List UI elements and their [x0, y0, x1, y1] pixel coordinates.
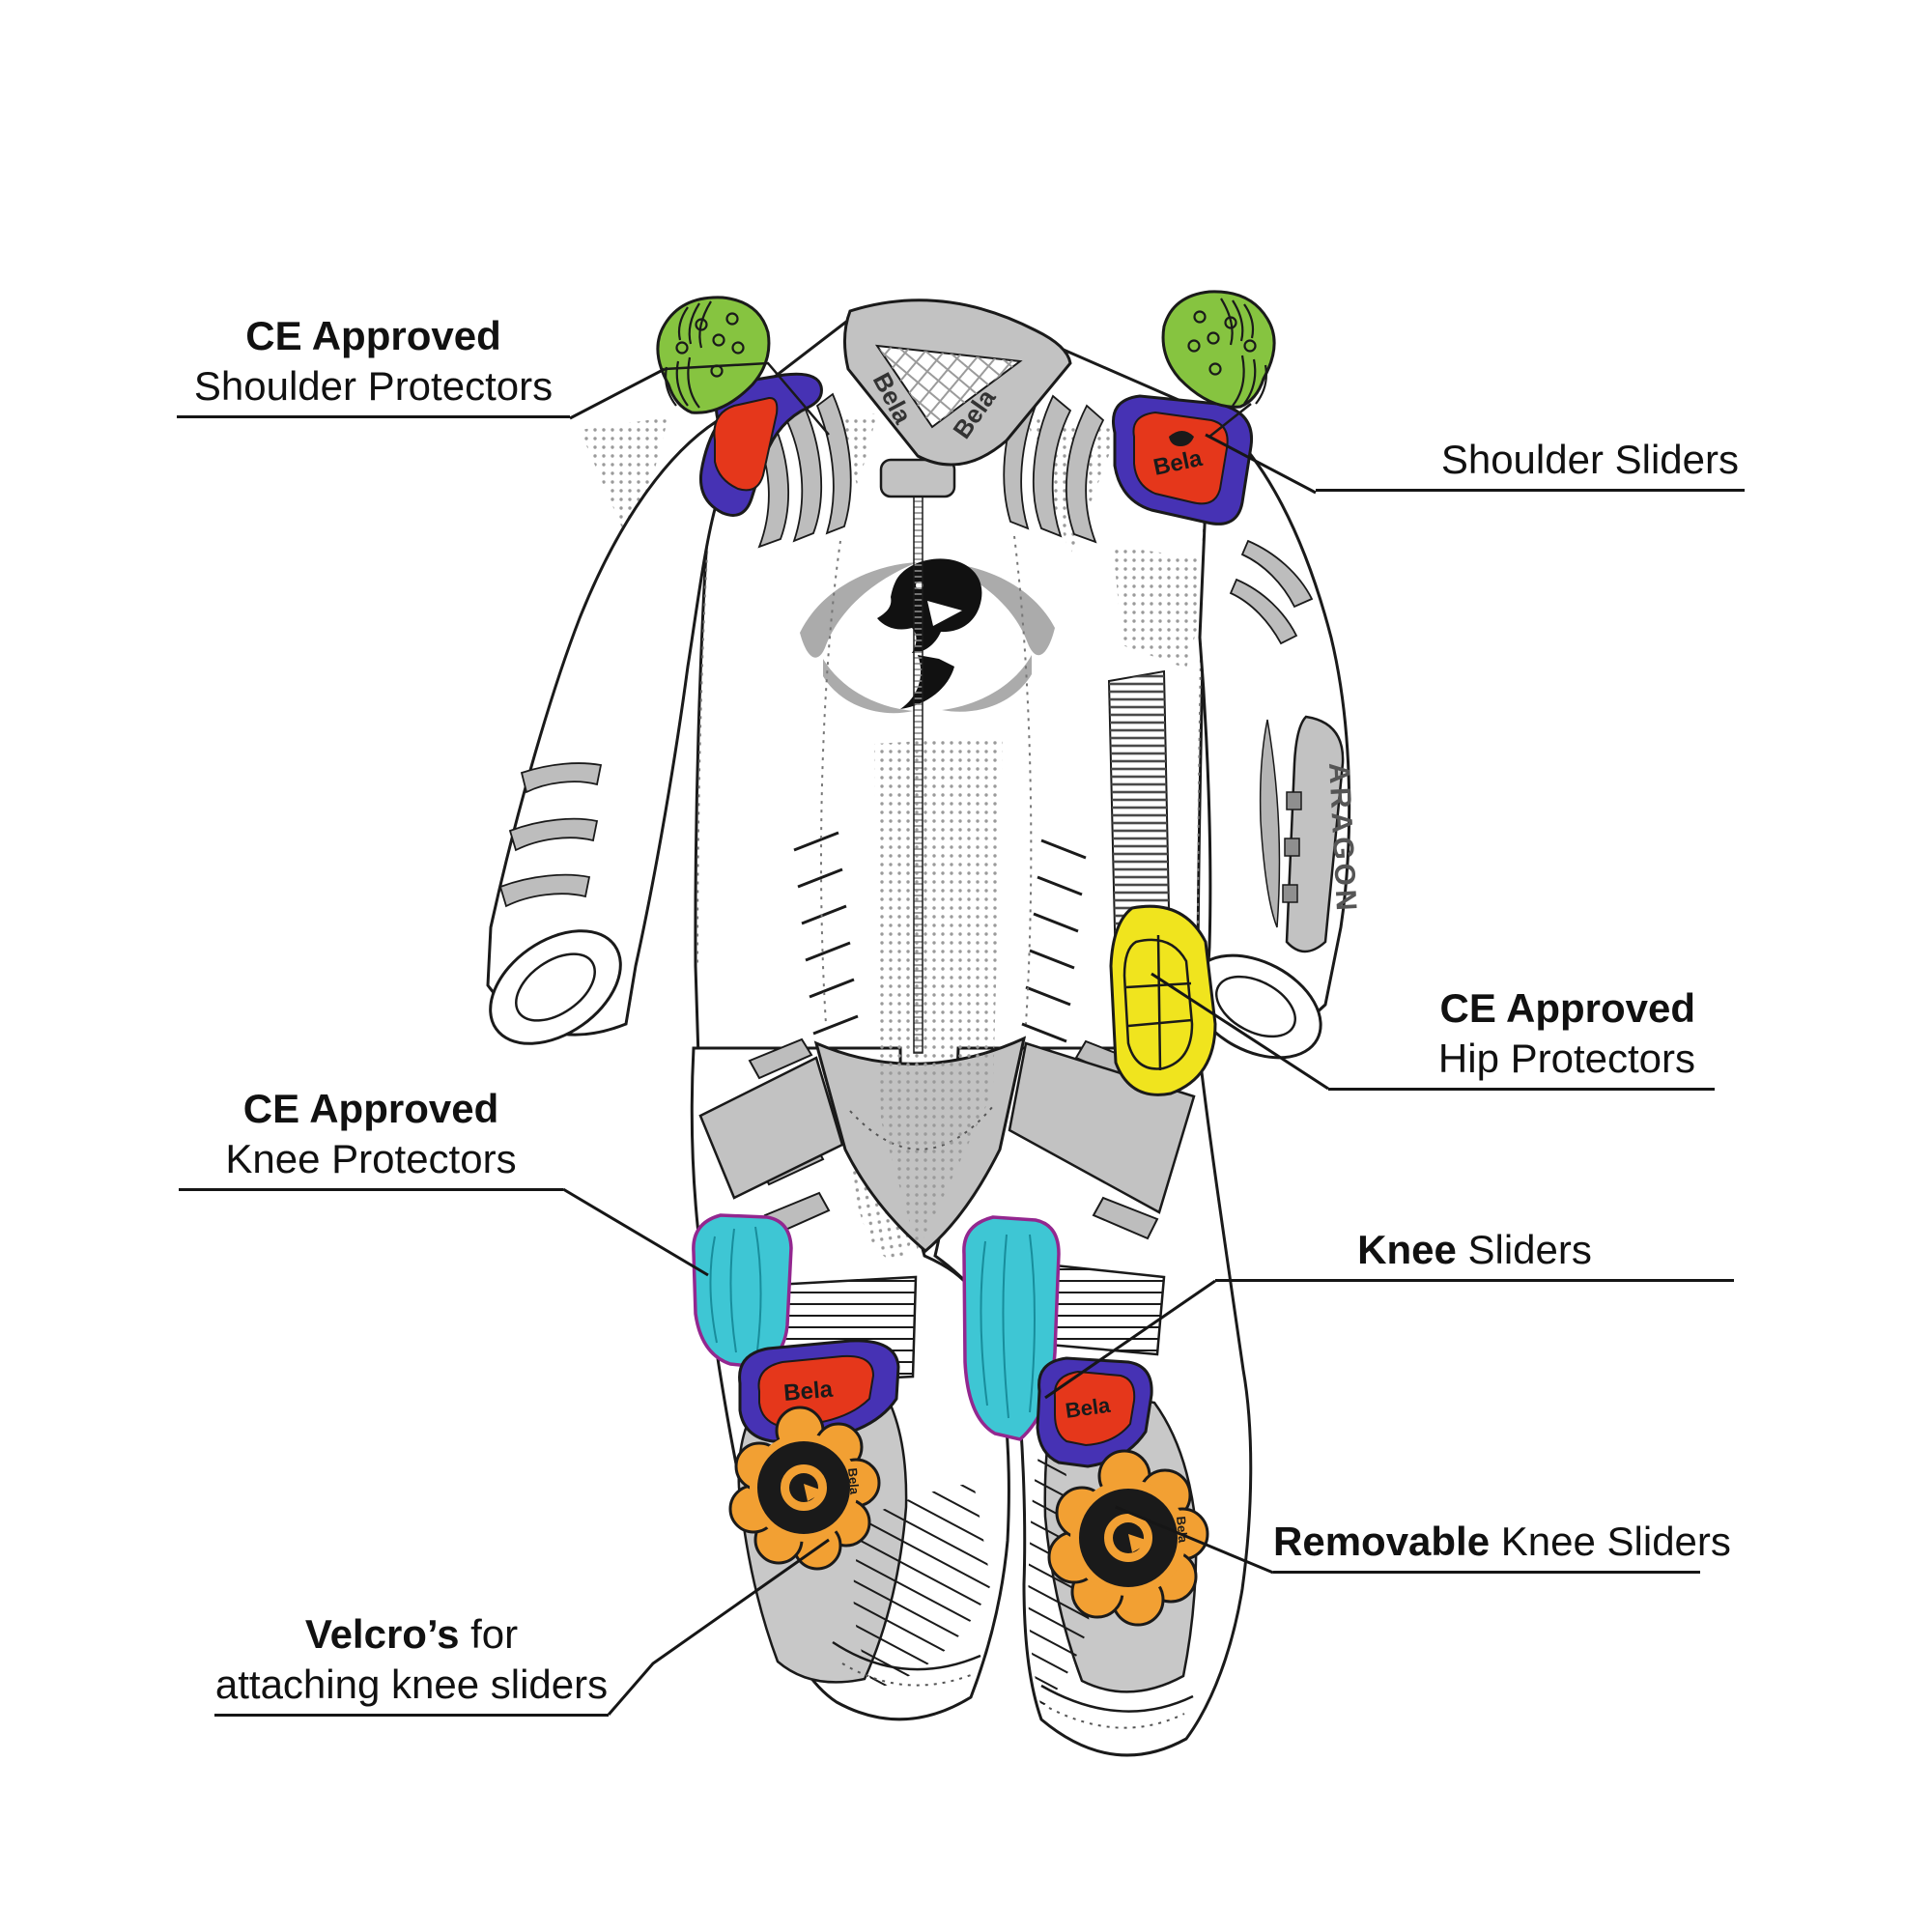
right-removable-slider: Bela: [1047, 1449, 1209, 1627]
flower-brand-right: Bela: [1174, 1516, 1190, 1544]
leader-lines: [562, 367, 1329, 1716]
leader-shoulder-protectors: [569, 367, 666, 420]
callout-hip-protectors: CE Approved Hip Protectors: [1328, 983, 1715, 1091]
arm-details: ARAGON: [498, 539, 1362, 953]
collar-mesh: [877, 346, 1020, 427]
left-shin-texture: [853, 1483, 991, 1689]
leader-hip-protectors: [1151, 972, 1329, 1091]
knee-protectors: [692, 1213, 1061, 1441]
leader-knee-sliders: [1044, 1279, 1216, 1400]
right-shoulder-protector: [1161, 290, 1276, 409]
callout-text: Shoulder Protectors: [193, 363, 554, 409]
chest-swoosh: [800, 562, 1055, 714]
forearm-brand-panel: [1285, 715, 1345, 953]
zipper-pull-flap: [879, 458, 956, 498]
left-knee-protector: [692, 1213, 793, 1369]
front-zipper: [879, 458, 956, 1054]
shoulder-sliders: Bela: [698, 372, 1254, 526]
leader-knee-protectors: [562, 1187, 709, 1277]
knee-sliders: Bela Bela: [738, 1339, 1153, 1468]
leader-velcros: [607, 1538, 830, 1716]
collar: Bela Bela: [843, 298, 1072, 467]
shoulder-protectors: [656, 290, 1276, 438]
callout-shoulder-sliders: Shoulder Sliders: [1316, 435, 1745, 492]
callout-removable-knee-sliders: Removable Knee Sliders: [1273, 1517, 1731, 1574]
callout-velcros: Velcro’s for attaching knee sliders: [214, 1609, 609, 1717]
callout-shoulder-protectors: CE Approved Shoulder Protectors: [177, 311, 570, 418]
callout-knee-protectors: CE Approved Knee Protectors: [179, 1084, 563, 1191]
hip-protector: [1109, 904, 1217, 1096]
flower-brand-left: Bela: [845, 1467, 862, 1495]
callout-bold: CE Approved: [245, 313, 501, 358]
leader-removable-knee-sliders: [1115, 1505, 1274, 1575]
forearm-brand-text: ARAGON: [1322, 762, 1362, 916]
left-shoulder-protector: [656, 296, 771, 414]
knee-patch-brand-left: Bela: [782, 1377, 835, 1406]
callout-knee-sliders: Knee Sliders: [1215, 1225, 1734, 1282]
leader-shoulder-sliders: [1205, 433, 1317, 495]
